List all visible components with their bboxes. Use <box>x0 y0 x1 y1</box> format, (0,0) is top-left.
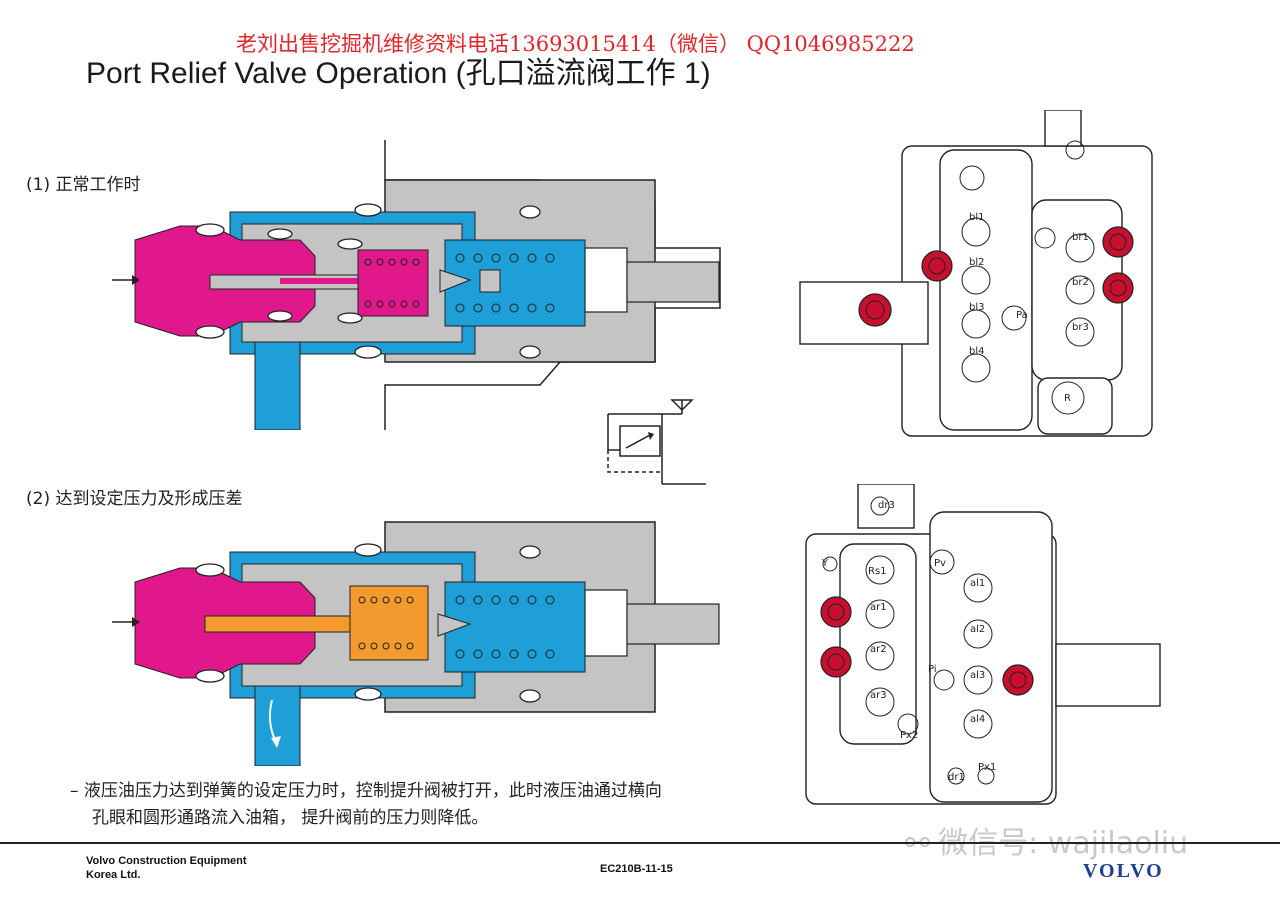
port-label-dr3: dr3 <box>878 500 895 511</box>
port-label-al4: al4 <box>970 714 985 725</box>
port-label-br2: br2 <box>1072 277 1089 288</box>
footer-company-line1: Volvo Construction Equipment <box>86 855 247 867</box>
port-label-pv: Pv <box>934 558 946 569</box>
footer-company: Volvo Construction Equipment Korea Ltd. <box>86 854 247 882</box>
port-label-r: R <box>1064 393 1071 404</box>
watermark-banner: 老刘出售挖掘机维修资料电话13693015414（微信） QQ104698522… <box>236 32 915 56</box>
section-label-normal: (1) 正常工作时 <box>26 175 141 195</box>
port-label-ar1: ar1 <box>870 602 887 613</box>
port-label-bl4: bl4 <box>969 346 985 357</box>
relief-valve-symbol <box>607 399 706 485</box>
port-label-al2: al2 <box>970 624 985 635</box>
footer-company-line2: Korea Ltd. <box>86 869 141 881</box>
note-line-1: – 液压油压力达到弹簧的设定压力时，控制提升阀被打开，此时液压油通过横向 <box>70 781 662 801</box>
port-label-br1: br1 <box>1072 232 1089 243</box>
port-label-bl1: bl1 <box>969 212 985 223</box>
control-block-top: bl1 bl2 bl3 bl4 br1 br2 br3 Pa R <box>799 110 1153 437</box>
wechat-watermark: ⚯微信号: wajilaoliu <box>905 818 1188 862</box>
valve-section-normal <box>112 140 721 430</box>
brand-logo: VOLVO <box>1083 860 1164 882</box>
port-label-pa: Pa <box>1016 310 1028 321</box>
page-title: Port Relief Valve Operation (孔口溢流阀工作 1) <box>86 57 711 90</box>
port-label-br3: br3 <box>1072 322 1089 333</box>
port-label-al3: al3 <box>970 670 985 681</box>
control-block-bottom: dr3 Y Rs1 Pv ar1 ar2 ar3 al1 al2 al3 al4… <box>805 484 1161 805</box>
section-label-pressure: (2) 达到设定压力及形成压差 <box>26 489 243 509</box>
valve-section-pressure <box>112 521 720 766</box>
port-label-y: Y <box>821 558 829 569</box>
port-label-px2: Px2 <box>900 730 918 741</box>
footer-doc-code: EC210B-11-15 <box>600 863 673 875</box>
port-label-dr1: dr1 <box>948 772 965 783</box>
port-label-bl3: bl3 <box>969 302 985 313</box>
port-label-rs1: Rs1 <box>868 566 887 577</box>
port-label-al1: al1 <box>970 578 985 589</box>
port-label-ar2: ar2 <box>870 644 887 655</box>
port-label-pi: Pi <box>928 664 937 675</box>
port-label-px1: Px1 <box>978 762 996 773</box>
footer-divider <box>0 842 1280 844</box>
port-label-ar3: ar3 <box>870 690 887 701</box>
note-line-2: 孔眼和圆形通路流入油箱， 提升阀前的压力则降低。 <box>92 808 489 828</box>
port-label-bl2: bl2 <box>969 257 985 268</box>
